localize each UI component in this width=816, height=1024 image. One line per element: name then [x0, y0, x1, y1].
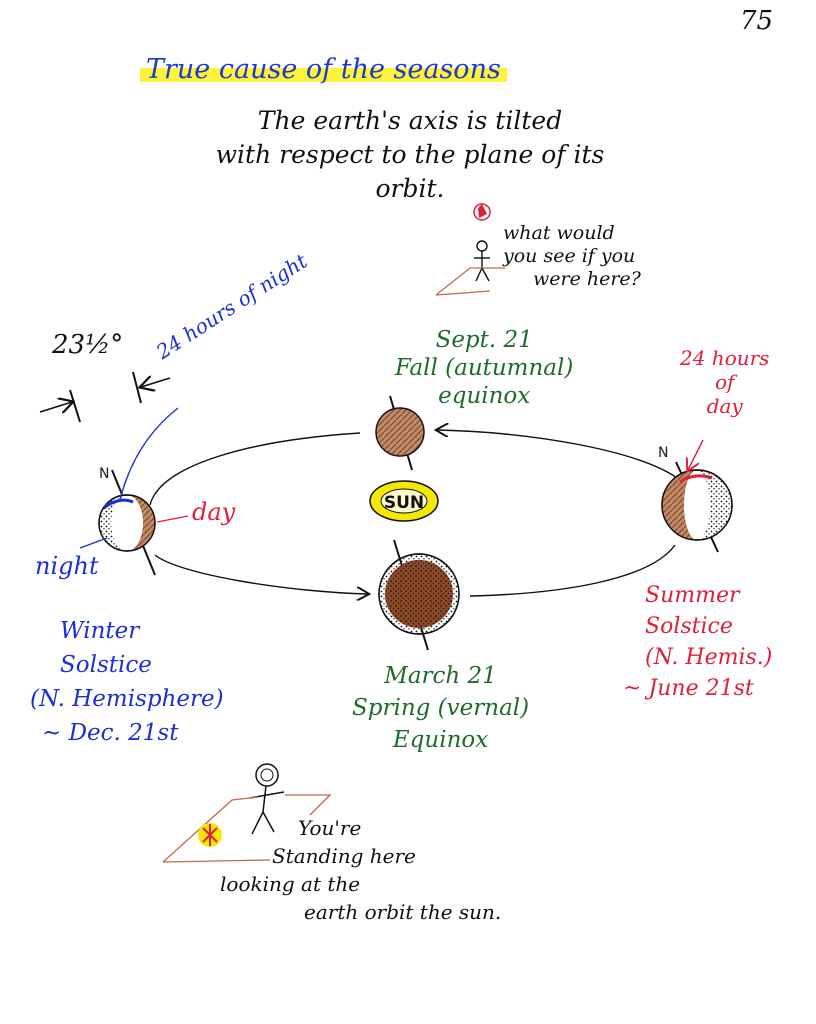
question-line: were here? — [533, 268, 641, 290]
winter-line: Winter — [60, 618, 140, 644]
sun-label: SUN — [384, 493, 424, 513]
north-label: N — [658, 445, 669, 461]
march-line: March 21 — [384, 663, 497, 689]
standing-line: You're — [298, 816, 362, 840]
observer-near-icon — [162, 763, 332, 863]
day-hours-pointer — [688, 439, 704, 470]
night-hours-pointer — [119, 407, 179, 501]
night-label: night — [35, 552, 99, 580]
question-line: you see if you — [503, 245, 636, 267]
winter-solstice-label: Winter Solstice (N. Hemisphere) ~ Dec. 2… — [30, 614, 224, 750]
question-note: what would you see if you were here? — [503, 222, 641, 291]
tilt-angle-label: 23½° — [52, 330, 124, 360]
winter-line: (N. Hemisphere) — [30, 686, 224, 712]
summer-line: Summer — [645, 583, 740, 608]
standing-line: earth orbit the sun. — [304, 900, 502, 924]
march-line: Equinox — [392, 727, 489, 753]
september-earth — [375, 395, 425, 471]
summer-solstice-label: Summer Solstice (N. Hemis.) ~ June 21st — [623, 580, 772, 704]
question-line: what would — [503, 222, 615, 244]
page-number: 75 — [740, 6, 774, 36]
day-hours-line: day — [706, 394, 743, 418]
summer-earth — [661, 461, 733, 553]
night-pointer — [79, 537, 108, 549]
standing-line: Standing here — [272, 844, 416, 868]
page-title: True cause of the seasons — [140, 54, 507, 85]
day-hours-line: of — [714, 370, 735, 394]
standing-line: looking at the — [220, 872, 361, 896]
march-earth — [378, 539, 460, 651]
orbit-path — [154, 554, 368, 594]
winter-earth — [98, 469, 156, 576]
september-line: Sept. 21 — [435, 327, 533, 353]
summer-line: Solstice — [645, 614, 733, 639]
day-pointer — [156, 515, 189, 523]
sun — [369, 480, 439, 522]
subtitle: The earth's axis is tilted with respect … — [150, 104, 670, 206]
subtitle-line: The earth's axis is tilted — [257, 106, 563, 135]
winter-line: Solstice — [60, 652, 152, 678]
observer-far-icon — [435, 203, 505, 296]
subtitle-line: orbit. — [375, 174, 445, 203]
day-label: day — [192, 498, 236, 526]
subtitle-line: with respect to the plane of its — [215, 140, 605, 169]
day-hours-line: 24 hours — [680, 346, 770, 370]
orbit-path — [469, 544, 676, 597]
summer-line: (N. Hemis.) — [645, 645, 773, 670]
summer-line: ~ June 21st — [623, 676, 754, 701]
standing-note: You're Standing here looking at the eart… — [220, 814, 501, 926]
september-line: Fall (autumnal) — [395, 355, 574, 381]
orbit-path — [149, 432, 361, 506]
orbit-path — [437, 430, 681, 481]
march-line: Spring (vernal) — [352, 695, 530, 721]
winter-line: ~ Dec. 21st — [42, 720, 179, 746]
september-equinox-label: Sept. 21 Fall (autumnal) equinox — [395, 326, 573, 410]
north-label: N — [99, 466, 110, 482]
tilt-indicator — [39, 371, 171, 423]
day-hours-label: 24 hours of day — [680, 346, 769, 418]
september-line: equinox — [438, 383, 531, 409]
march-equinox-label: March 21 Spring (vernal) Equinox — [352, 660, 529, 756]
